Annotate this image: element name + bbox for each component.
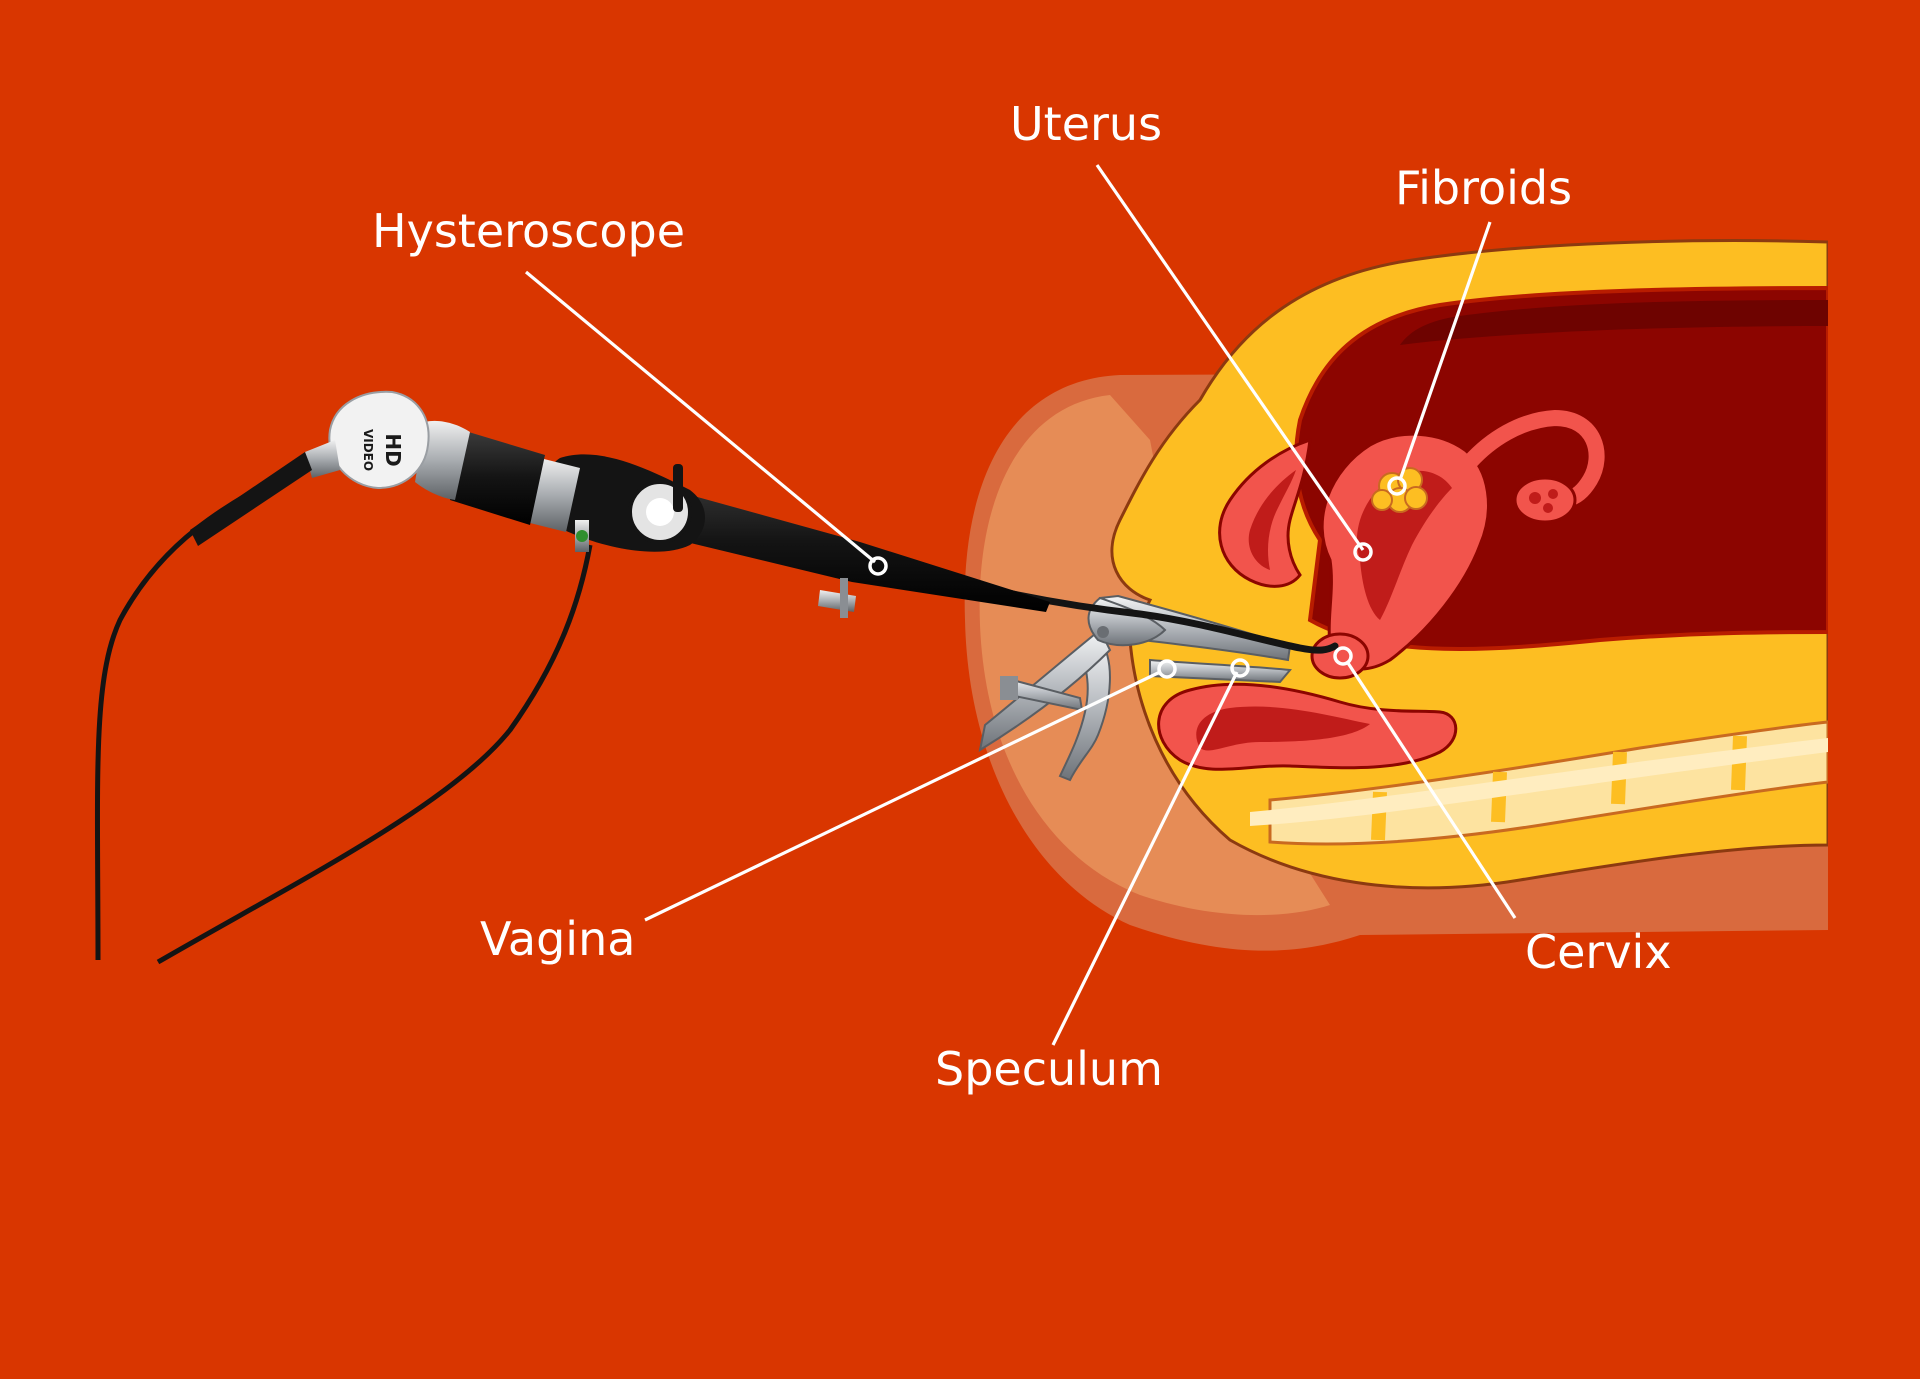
scope-coupler xyxy=(450,430,545,525)
speculum-leader xyxy=(1051,671,1239,1046)
cervix-marker xyxy=(1333,646,1353,666)
pelvis-cross-section xyxy=(964,239,1828,951)
hysteroscope-label: Hysteroscope xyxy=(372,204,685,258)
bladder-inner xyxy=(1248,470,1296,570)
vagina-label: Vagina xyxy=(480,912,635,966)
grip-post xyxy=(673,464,683,512)
cervix-shape xyxy=(1310,632,1370,680)
hysteroscope-instrument: HD VIDEO xyxy=(190,390,1339,654)
camera-badge-hd: HD xyxy=(381,433,405,466)
speculum-hinge-pin xyxy=(1097,626,1109,638)
hysteroscope-leader xyxy=(524,270,877,564)
hysteroscope-marker xyxy=(868,556,888,576)
vagina-leader xyxy=(644,670,1161,922)
fibroids-marker xyxy=(1387,476,1407,496)
fibroids-leader xyxy=(1398,221,1492,481)
uterus-label: Uterus xyxy=(1010,97,1162,151)
speculum-marker xyxy=(1230,658,1250,678)
uterus-marker xyxy=(1353,542,1373,562)
camera-strain-relief xyxy=(190,452,312,546)
camera-nose xyxy=(305,440,340,478)
scope-shaft xyxy=(595,470,1050,612)
light-cable xyxy=(156,544,593,965)
spine-lower-band xyxy=(1250,738,1828,826)
rectum-inner xyxy=(1196,706,1370,751)
cavity-inner-shade xyxy=(1400,300,1828,345)
leader-lines xyxy=(524,164,1517,1046)
speculum-label: Speculum xyxy=(935,1042,1163,1096)
camera-head xyxy=(328,390,430,490)
speculum-handle-lower xyxy=(1058,638,1111,782)
port-stem xyxy=(840,578,848,618)
fimbriae xyxy=(1529,489,1558,513)
labels: Uterus Fibroids Hysteroscope Vagina Cerv… xyxy=(372,97,1672,1096)
speculum-screw-head xyxy=(1000,676,1018,700)
uterus-leader xyxy=(1095,164,1365,551)
light-post-tip xyxy=(576,530,588,542)
speculum-lower-blade xyxy=(1149,658,1292,684)
vagina-marker xyxy=(1157,659,1177,679)
cervix-label: Cervix xyxy=(1525,925,1672,979)
fibroids-label: Fibroids xyxy=(1395,161,1572,215)
ovary xyxy=(1513,476,1577,524)
grip-knob-inner xyxy=(646,498,674,526)
cervix-leader xyxy=(1346,662,1517,919)
camera-badge-video: VIDEO xyxy=(361,429,375,471)
